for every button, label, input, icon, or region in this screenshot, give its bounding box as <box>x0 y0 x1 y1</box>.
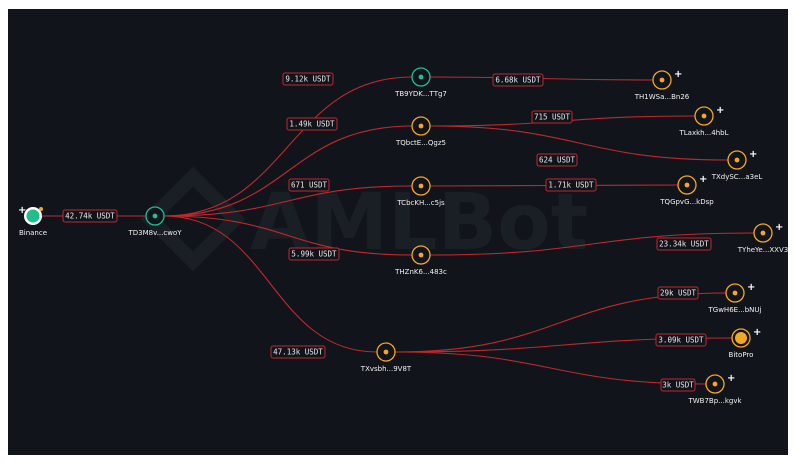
node-twb7[interactable]: + TWB7Bp...kgvk <box>687 373 742 405</box>
expand-plus-icon[interactable]: + <box>747 282 755 293</box>
edge-amount-text: 1.49k USDT <box>289 120 335 129</box>
edge-txvs-twb7[interactable] <box>394 351 707 385</box>
graph-canvas[interactable]: AMLBot 42.74k USDT 9.12k USDT 1.49k USDT 67… <box>8 9 788 455</box>
node-label: TQGpvG...kDsp <box>659 198 714 206</box>
edge-thzn-tyhe[interactable] <box>429 232 755 256</box>
edge-amount-label[interactable]: 42.74k USDT <box>62 209 118 223</box>
node-label: TB9YDK...TTg7 <box>394 90 447 98</box>
edge-amount-text: 42.74k USDT <box>65 212 115 221</box>
edge-td3m-txvs[interactable] <box>163 215 378 353</box>
node-tlax[interactable]: + TLaxkh...4hbL <box>678 105 728 137</box>
source-marker-icon <box>39 207 43 211</box>
node-txdy[interactable]: + TXdySC...a3eL <box>711 149 763 181</box>
edge-amount-label[interactable]: 671 USDT <box>288 178 330 192</box>
node-label: TXvsbh...9V8T <box>360 365 412 373</box>
edge-amount-text: 9.12k USDT <box>285 75 331 84</box>
expand-plus-icon[interactable]: + <box>674 69 682 80</box>
edge-amount-label[interactable]: 47.13k USDT <box>270 345 326 359</box>
node-label: TQbctE...Qgz5 <box>395 139 446 147</box>
edge-amount-text: 29k USDT <box>660 289 697 298</box>
edge-amount-text: 6.68k USDT <box>495 76 541 85</box>
node-dot-icon <box>732 290 738 296</box>
node-label: TWB7Bp...kgvk <box>687 397 742 405</box>
node-binance[interactable]: + Binance <box>18 205 47 237</box>
expand-plus-icon[interactable]: + <box>716 105 724 116</box>
edge-amount-label[interactable]: 715 USDT <box>531 110 573 124</box>
node-tyhe[interactable]: + TYheYe...XXV3 <box>737 222 788 254</box>
edge-amount-label[interactable]: 1.71k USDT <box>545 178 597 192</box>
node-dot-icon <box>418 183 424 189</box>
edge-tqbc-txdy[interactable] <box>429 125 729 161</box>
edge-amount-label[interactable]: 3.09k USDT <box>655 333 707 347</box>
node-dot-icon <box>684 182 690 188</box>
node-dot-icon <box>712 381 718 387</box>
node-label: TCbcKH...c5js <box>396 199 445 207</box>
node-dot-icon <box>152 213 158 219</box>
exchange-node-icon <box>735 332 747 344</box>
node-core-icon <box>26 209 40 223</box>
node-dot-icon <box>418 123 424 129</box>
flow-graph[interactable]: AMLBot 42.74k USDT 9.12k USDT 1.49k USDT 67… <box>8 9 788 455</box>
node-label: TYheYe...XXV3 <box>737 246 788 254</box>
edge-amount-text: 3k USDT <box>662 381 694 390</box>
watermark: AMLBot <box>140 166 588 272</box>
edge-amount-text: 47.13k USDT <box>273 348 323 357</box>
edge-amount-label[interactable]: 9.12k USDT <box>282 72 334 86</box>
node-label: TLaxkh...4hbL <box>678 129 728 137</box>
edge-amount-label[interactable]: 23.34k USDT <box>656 237 712 251</box>
node-dot-icon <box>383 349 389 355</box>
expand-plus-icon[interactable]: + <box>699 174 707 185</box>
node-label: Binance <box>19 229 47 237</box>
node-tgwh[interactable]: + TGwH6E...bNUj <box>708 282 762 314</box>
edge-amount-label[interactable]: 3k USDT <box>660 378 696 392</box>
edge-amount-text: 671 USDT <box>291 181 328 190</box>
node-dot-icon <box>659 77 665 83</box>
edge-amount-label[interactable]: 1.49k USDT <box>286 117 338 131</box>
node-label: TGwH6E...bNUj <box>708 306 762 314</box>
node-thzn[interactable]: THZnK6...483c <box>394 245 447 276</box>
node-dot-icon <box>734 157 740 163</box>
edge-amount-label[interactable]: 624 USDT <box>536 153 578 167</box>
edge-amount-text: 624 USDT <box>539 156 576 165</box>
node-label: TH1WSa...Bn26 <box>634 93 690 101</box>
node-label: TXdySC...a3eL <box>711 173 763 181</box>
node-dot-icon <box>418 252 424 258</box>
node-td3m[interactable]: TD3M8v...cwoY <box>127 206 182 237</box>
expand-plus-icon[interactable]: + <box>775 222 783 233</box>
node-tqbc[interactable]: TQbctE...Qgz5 <box>395 116 446 147</box>
amlbot-logo-icon <box>140 166 246 272</box>
node-label: BitoPro <box>729 351 754 359</box>
expand-plus-icon[interactable]: + <box>727 373 735 384</box>
edge-amount-label[interactable]: 5.99k USDT <box>288 247 340 261</box>
edge-td3m-tcbc[interactable] <box>163 185 413 217</box>
node-label: TD3M8v...cwoY <box>127 229 182 237</box>
node-tqgp[interactable]: + TQGpvG...kDsp <box>659 174 714 206</box>
expand-plus-icon[interactable]: + <box>749 149 757 160</box>
node-label: THZnK6...483c <box>394 268 447 276</box>
node-bito[interactable]: + BitoPro <box>729 327 762 359</box>
node-dot-icon <box>701 113 707 119</box>
edge-amount-label[interactable]: 6.68k USDT <box>492 73 544 87</box>
node-txvs[interactable]: TXvsbh...9V8T <box>360 342 412 373</box>
expand-plus-icon[interactable]: + <box>18 205 26 216</box>
edge-amount-text: 1.71k USDT <box>548 181 594 190</box>
edge-td3m-tb9y[interactable] <box>163 76 413 217</box>
edge-amount-text: 715 USDT <box>534 113 571 122</box>
edge-td3m-thzn[interactable] <box>163 215 413 256</box>
edge-td3m-tqbc[interactable] <box>163 125 413 217</box>
expand-plus-icon[interactable]: + <box>753 327 761 338</box>
node-th1w[interactable]: + TH1WSa...Bn26 <box>634 69 690 101</box>
edge-amount-text: 23.34k USDT <box>659 240 709 249</box>
node-tb9y[interactable]: TB9YDK...TTg7 <box>394 67 447 98</box>
edge-amount-text: 5.99k USDT <box>291 250 337 259</box>
edge-amount-label[interactable]: 29k USDT <box>657 286 699 300</box>
node-dot-icon <box>760 230 766 236</box>
node-dot-icon <box>418 74 424 80</box>
node-tcbc[interactable]: TCbcKH...c5js <box>396 176 445 207</box>
edge-amount-text: 3.09k USDT <box>658 336 704 345</box>
